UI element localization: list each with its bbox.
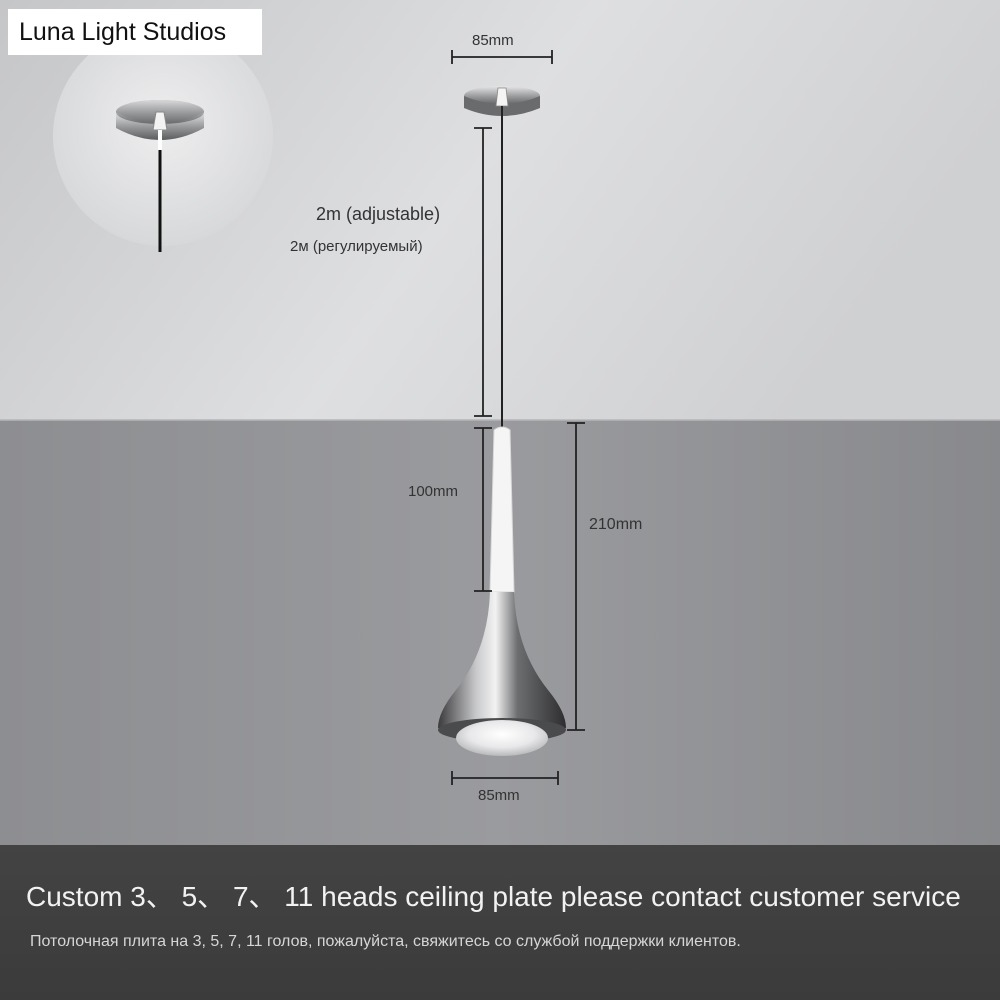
lens: [456, 720, 548, 756]
caption-english: Custom 3、 5、 7、 11 heads ceiling plate p…: [26, 881, 961, 912]
total-height-label: 210mm: [589, 516, 643, 533]
chrome-shade: [438, 592, 566, 738]
lamp-tube: [489, 426, 515, 593]
canopy-closeup-inset: [53, 26, 273, 252]
canopy-width-label: 85mm: [472, 32, 514, 49]
shade-width-label: 85mm: [478, 787, 520, 804]
tube-length-label: 100mm: [408, 483, 459, 500]
dimension-lines: [451, 50, 585, 785]
caption-band: Custom 3、 5、 7、 11 heads ceiling plate p…: [0, 845, 1000, 1000]
caption-russian: Потолочная плита на 3, 5, 7, 11 голов, п…: [30, 933, 741, 950]
brand-label: Luna Light Studios: [8, 9, 262, 55]
cord-length-label-en: 2m (adjustable): [316, 204, 441, 224]
cord-length-label-ru: 2м (регулируемый): [290, 238, 423, 255]
